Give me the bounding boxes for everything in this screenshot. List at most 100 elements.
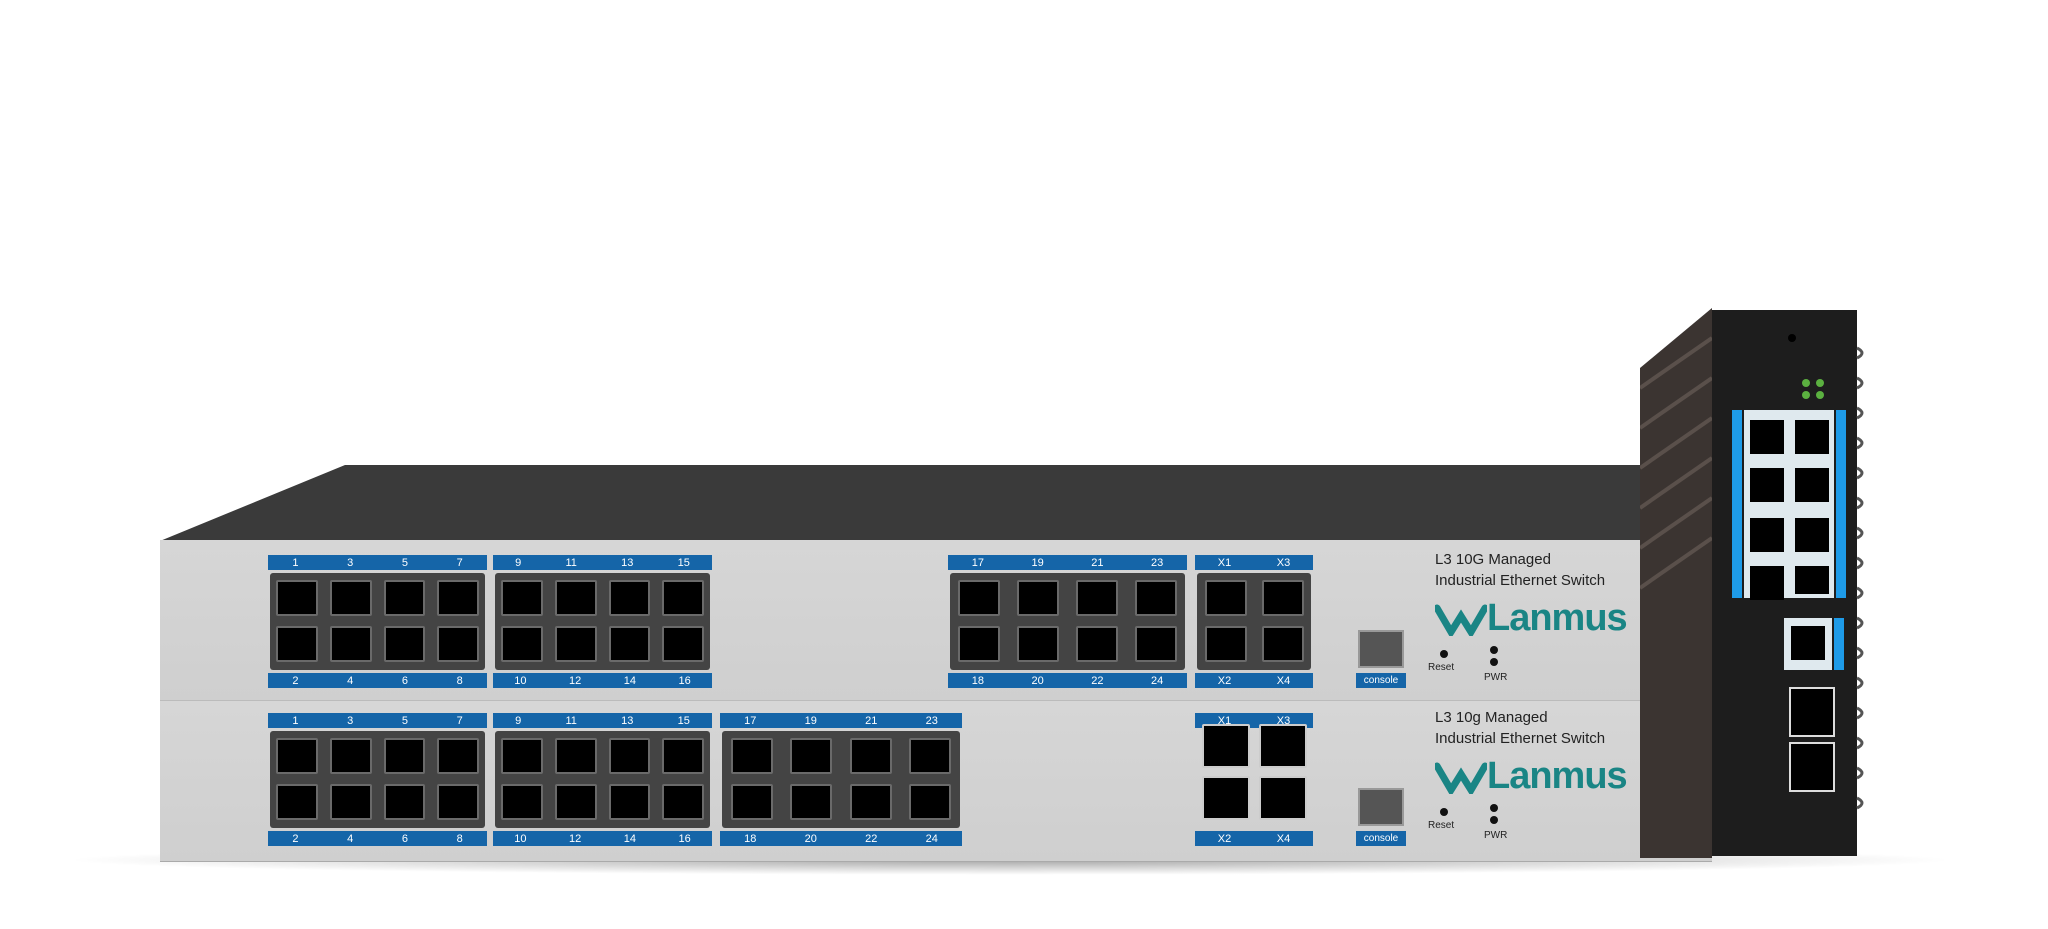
rj45-port[interactable]: [501, 626, 543, 662]
rj45-port[interactable]: [276, 626, 318, 662]
rj45-port[interactable]: [329, 784, 372, 820]
rj45-port[interactable]: [1075, 626, 1118, 662]
port-number: 14: [623, 832, 636, 845]
rj45-port[interactable]: [958, 580, 1001, 616]
rj45-port[interactable]: [329, 580, 372, 616]
rj45-port[interactable]: [730, 784, 773, 820]
port-number: 9: [515, 556, 522, 569]
rj45-port[interactable]: [662, 738, 704, 774]
rj45-port[interactable]: [501, 784, 543, 820]
rj45-port[interactable]: [437, 738, 479, 774]
rj45-port[interactable]: [383, 580, 426, 616]
rj45-port[interactable]: [849, 738, 892, 774]
reset-button[interactable]: [1440, 650, 1448, 658]
sfp-port[interactable]: [1201, 724, 1250, 768]
rj45-port[interactable]: [276, 738, 318, 774]
console-label: console: [1356, 673, 1406, 688]
rj45-port[interactable]: [662, 626, 704, 662]
port-number: 10: [514, 674, 527, 687]
console-port[interactable]: [1358, 788, 1404, 826]
sfp-port[interactable]: [1204, 626, 1247, 662]
rj45-port[interactable]: [790, 738, 833, 774]
sfp-port[interactable]: [1258, 776, 1307, 820]
rj45-port[interactable]: [383, 784, 426, 820]
rj45-port[interactable]: [437, 580, 479, 616]
rj45-port[interactable]: [1075, 580, 1118, 616]
sfp-port[interactable]: [1261, 580, 1304, 616]
rj45-port[interactable]: [790, 784, 833, 820]
rj45-port[interactable]: [554, 738, 597, 774]
rj45-port[interactable]: [662, 580, 704, 616]
console-label: console: [1356, 831, 1406, 846]
pwr-label: PWR: [1484, 830, 1508, 841]
sfp-port[interactable]: [1204, 580, 1247, 616]
rj45-port[interactable]: [437, 784, 479, 820]
rj45-port[interactable]: [958, 626, 1001, 662]
rj45-port[interactable]: [554, 580, 597, 616]
port-number: 16: [678, 674, 691, 687]
pwr-label: PWR: [1484, 672, 1508, 683]
port-number: 11: [565, 714, 577, 727]
port-number: 2: [292, 832, 299, 845]
rj45-port[interactable]: [1017, 580, 1060, 616]
rj45-port[interactable]: [501, 738, 543, 774]
rj45-port[interactable]: [329, 738, 372, 774]
port-number: 7: [456, 714, 463, 727]
rj45-port[interactable]: [437, 626, 479, 662]
port-number: 16: [678, 832, 691, 845]
rj45-port[interactable]: [383, 626, 426, 662]
rj45-port[interactable]: [662, 784, 704, 820]
port-number: 19: [804, 714, 817, 727]
port-number: 11: [565, 556, 577, 569]
rj45-port[interactable]: [554, 626, 597, 662]
rj45-port[interactable]: [608, 738, 651, 774]
rj45-port[interactable]: [909, 784, 952, 820]
port-number: 12: [569, 832, 582, 845]
sfp-port[interactable]: [1258, 724, 1307, 768]
port-number: 4: [347, 674, 354, 687]
rj45-port[interactable]: [909, 738, 952, 774]
port-number: 6: [401, 674, 408, 687]
pwr-led: [1490, 804, 1498, 812]
port-number: X4: [1276, 674, 1291, 687]
lanmus-logo-icon: [1435, 762, 1487, 794]
port-number: 14: [623, 674, 636, 687]
rj45-port[interactable]: [608, 784, 651, 820]
port-number: X2: [1217, 674, 1232, 687]
rj45-port[interactable]: [329, 626, 372, 662]
rj45-port[interactable]: [1134, 626, 1177, 662]
rj45-port[interactable]: [501, 580, 543, 616]
port-number: 1: [292, 556, 299, 569]
rj45-port[interactable]: [608, 626, 651, 662]
reset-label: Reset: [1428, 820, 1455, 831]
rj45-port[interactable]: [849, 784, 892, 820]
rj45-port[interactable]: [730, 738, 773, 774]
port-number: 22: [865, 832, 878, 845]
rj45-port[interactable]: [554, 784, 597, 820]
port-number: 2: [292, 674, 299, 687]
rj45-port[interactable]: [383, 738, 426, 774]
port-number: 19: [1031, 556, 1044, 569]
reset-button[interactable]: [1440, 808, 1448, 816]
port-number: X1: [1217, 714, 1232, 727]
port-number: 20: [1031, 674, 1044, 687]
rj45-port[interactable]: [1134, 580, 1177, 616]
logo-text: Lanmus: [1487, 755, 1628, 797]
port-number: X3: [1276, 714, 1291, 727]
rj45-port[interactable]: [1017, 626, 1060, 662]
rj45-port[interactable]: [276, 580, 318, 616]
sfp-port[interactable]: [1261, 626, 1304, 662]
model-title-line2: Industrial Ethernet Switch: [1435, 572, 1606, 589]
rj45-port[interactable]: [608, 580, 651, 616]
console-port[interactable]: [1358, 630, 1404, 668]
port-number: 21: [865, 714, 878, 727]
rj45-port[interactable]: [276, 784, 318, 820]
sfp-port[interactable]: [1201, 776, 1250, 820]
